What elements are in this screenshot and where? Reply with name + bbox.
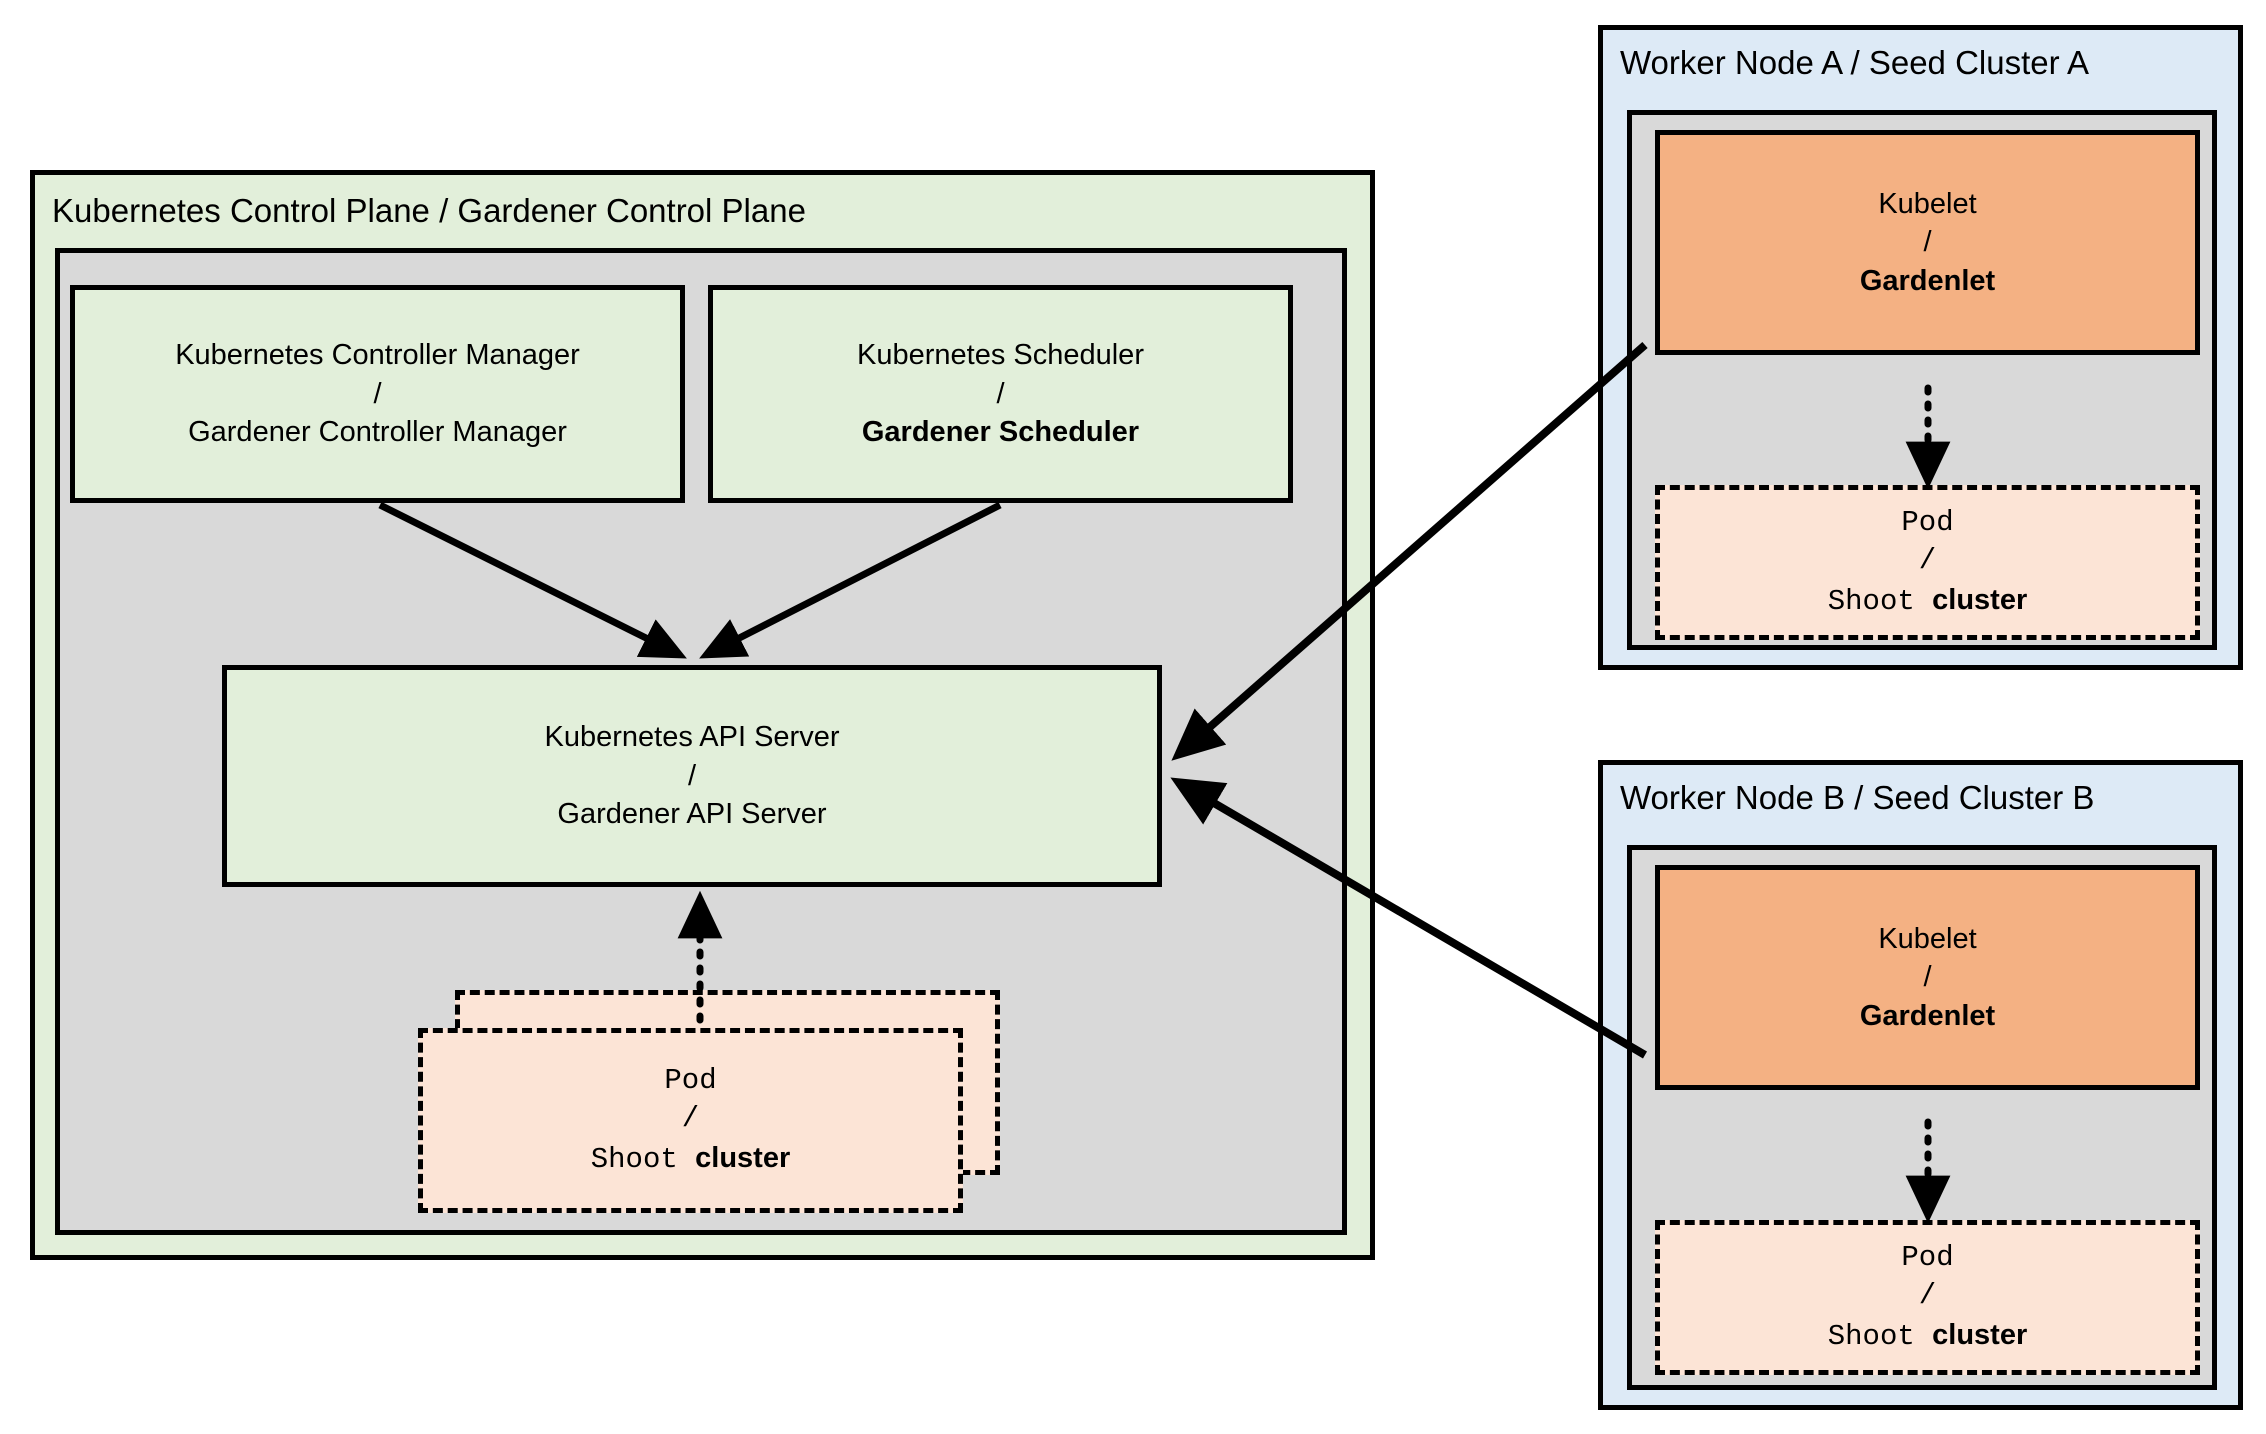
scheduler-label: Kubernetes Scheduler / Gardener Schedule… [857,336,1144,452]
control-plane-pod-line2-bold: cluster [695,1141,791,1174]
api-server-label: Kubernetes API Server / Gardener API Ser… [545,718,840,834]
scheduler-line1: Kubernetes Scheduler [857,339,1144,372]
worker-node-a-pod-line2: Shoot cluster [1828,581,2028,622]
scheduler-line2: Gardener Scheduler [861,416,1140,449]
worker-node-b-kubelet-label: Kubelet / Gardenlet [1860,920,1995,1036]
controller-manager-label: Kubernetes Controller Manager / Gardener… [175,336,580,452]
controller-manager-line1: Kubernetes Controller Manager [175,339,580,372]
worker-node-b-pod-line2-bold: cluster [1932,1318,2028,1351]
worker-node-a-pod-line2-normal: Shoot [1827,584,1933,618]
control-plane-pod-box[interactable]: Pod / Shoot cluster [418,1028,963,1213]
worker-node-b-pod-box[interactable]: Pod / Shoot cluster [1655,1220,2200,1375]
kubernetes-scheduler-box[interactable]: Kubernetes Scheduler / Gardener Schedule… [708,285,1293,503]
worker-node-b-pod-line2: Shoot cluster [1828,1316,2028,1357]
worker-node-a-kubelet-separator: / [1923,226,1932,259]
worker-node-a-pod-label: Pod / Shoot cluster [1828,504,2028,622]
api-server-line1: Kubernetes API Server [544,721,840,754]
scheduler-separator: / [996,377,1005,410]
control-plane-pod-line2: Shoot cluster [591,1139,791,1180]
worker-node-a-kubelet-box[interactable]: Kubelet / Gardenlet [1655,130,2200,355]
control-plane-pod-separator: / [681,1102,700,1136]
worker-node-a-title: Worker Node A / Seed Cluster A [1620,44,2089,81]
control-plane-pod-line1: Pod [664,1063,717,1097]
control-plane-pod-label: Pod / Shoot cluster [591,1062,791,1180]
kubernetes-api-server-box[interactable]: Kubernetes API Server / Gardener API Ser… [222,665,1162,887]
worker-node-a-pod-box[interactable]: Pod / Shoot cluster [1655,485,2200,640]
worker-node-b-pod-label: Pod / Shoot cluster [1828,1239,2028,1357]
worker-node-b-kubelet-box[interactable]: Kubelet / Gardenlet [1655,865,2200,1090]
worker-node-a-kubelet-line1: Kubelet [1878,187,1977,220]
worker-node-a-kubelet-label: Kubelet / Gardenlet [1860,185,1995,301]
worker-node-b-kubelet-line1: Kubelet [1878,922,1977,955]
kubernetes-controller-manager-box[interactable]: Kubernetes Controller Manager / Gardener… [70,285,685,503]
worker-node-a-pod-line1: Pod [1901,505,1954,539]
worker-node-b-kubelet-line2: Gardenlet [1859,999,1996,1032]
api-server-separator: / [687,759,697,792]
worker-node-b-kubelet-separator: / [1923,961,1932,994]
api-server-line2: Gardener API Server [557,798,827,831]
control-plane-title: Kubernetes Control Plane / Gardener Cont… [52,192,806,229]
worker-node-a-pod-separator: / [1918,544,1937,578]
worker-node-b-pod-line2-normal: Shoot [1827,1319,1933,1353]
worker-node-a-pod-line2-bold: cluster [1932,583,2028,616]
controller-manager-line2: Gardener Controller Manager [188,416,567,449]
worker-node-b-title: Worker Node B / Seed Cluster B [1620,779,2095,816]
worker-node-b-pod-line1: Pod [1901,1240,1954,1274]
controller-manager-separator: / [373,377,382,410]
worker-node-b-pod-separator: / [1918,1279,1937,1313]
worker-node-a-kubelet-line2: Gardenlet [1859,264,1996,297]
control-plane-pod-line2-normal: Shoot [590,1142,696,1176]
